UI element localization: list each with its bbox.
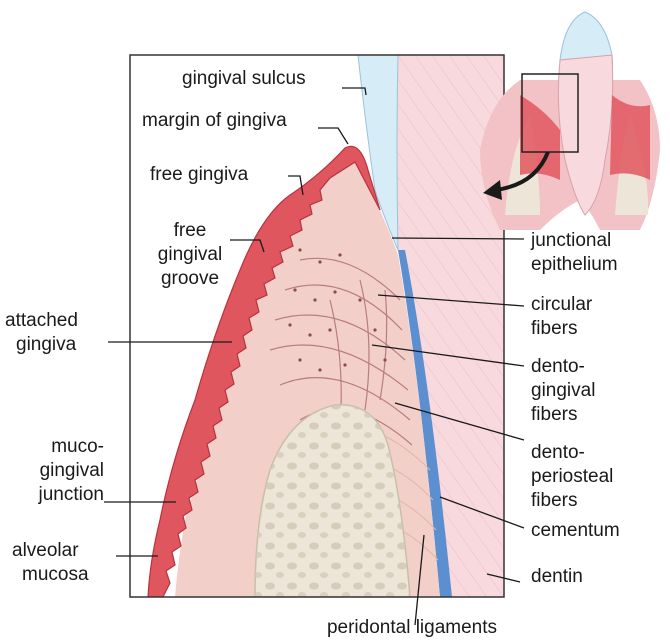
label-gingival-sulcus: gingival sulcus (182, 68, 306, 89)
label-dentoperiosteal-fibers-1: dento- (531, 442, 585, 463)
label-attached-gingiva-2: gingiva (16, 334, 77, 355)
label-dentogingival-fibers-3: fibers (531, 404, 577, 425)
label-free-gingival-groove-1: free (174, 220, 207, 241)
label-dentin: dentin (531, 566, 583, 587)
label-dentoperiosteal-fibers-3: fibers (531, 490, 577, 511)
label-junctional-epithelium-1: junctional (530, 230, 611, 251)
label-junctional-epithelium-2: epithelium (531, 254, 618, 275)
label-mucogingival-junction-3: junction (38, 484, 105, 505)
label-circular-fibers-1: circular (531, 294, 593, 315)
label-mucogingival-junction-1: muco- (51, 436, 104, 457)
label-dentogingival-fibers-1: dento- (531, 356, 585, 377)
tooth-inset-icon (480, 12, 660, 230)
label-cementum: cementum (531, 520, 620, 541)
label-dentogingival-fibers-2: gingival (531, 380, 595, 401)
label-margin-of-gingiva: margin of gingiva (142, 110, 287, 131)
label-circular-fibers-2: fibers (531, 318, 577, 339)
label-mucogingival-junction-2: gingival (40, 460, 104, 481)
label-free-gingiva: free gingiva (150, 164, 249, 185)
label-dentoperiosteal-fibers-2: periosteal (531, 466, 613, 487)
cross-section-frame (130, 55, 504, 597)
label-attached-gingiva-1: attached (5, 310, 78, 331)
label-alveolar-mucosa-2: mucosa (22, 564, 89, 585)
label-free-gingival-groove-2: gingival (158, 244, 222, 265)
label-periodontal-ligaments: peridontal ligaments (327, 617, 497, 638)
label-free-gingival-groove-3: groove (161, 268, 219, 289)
label-alveolar-mucosa-1: alveolar (12, 540, 79, 561)
